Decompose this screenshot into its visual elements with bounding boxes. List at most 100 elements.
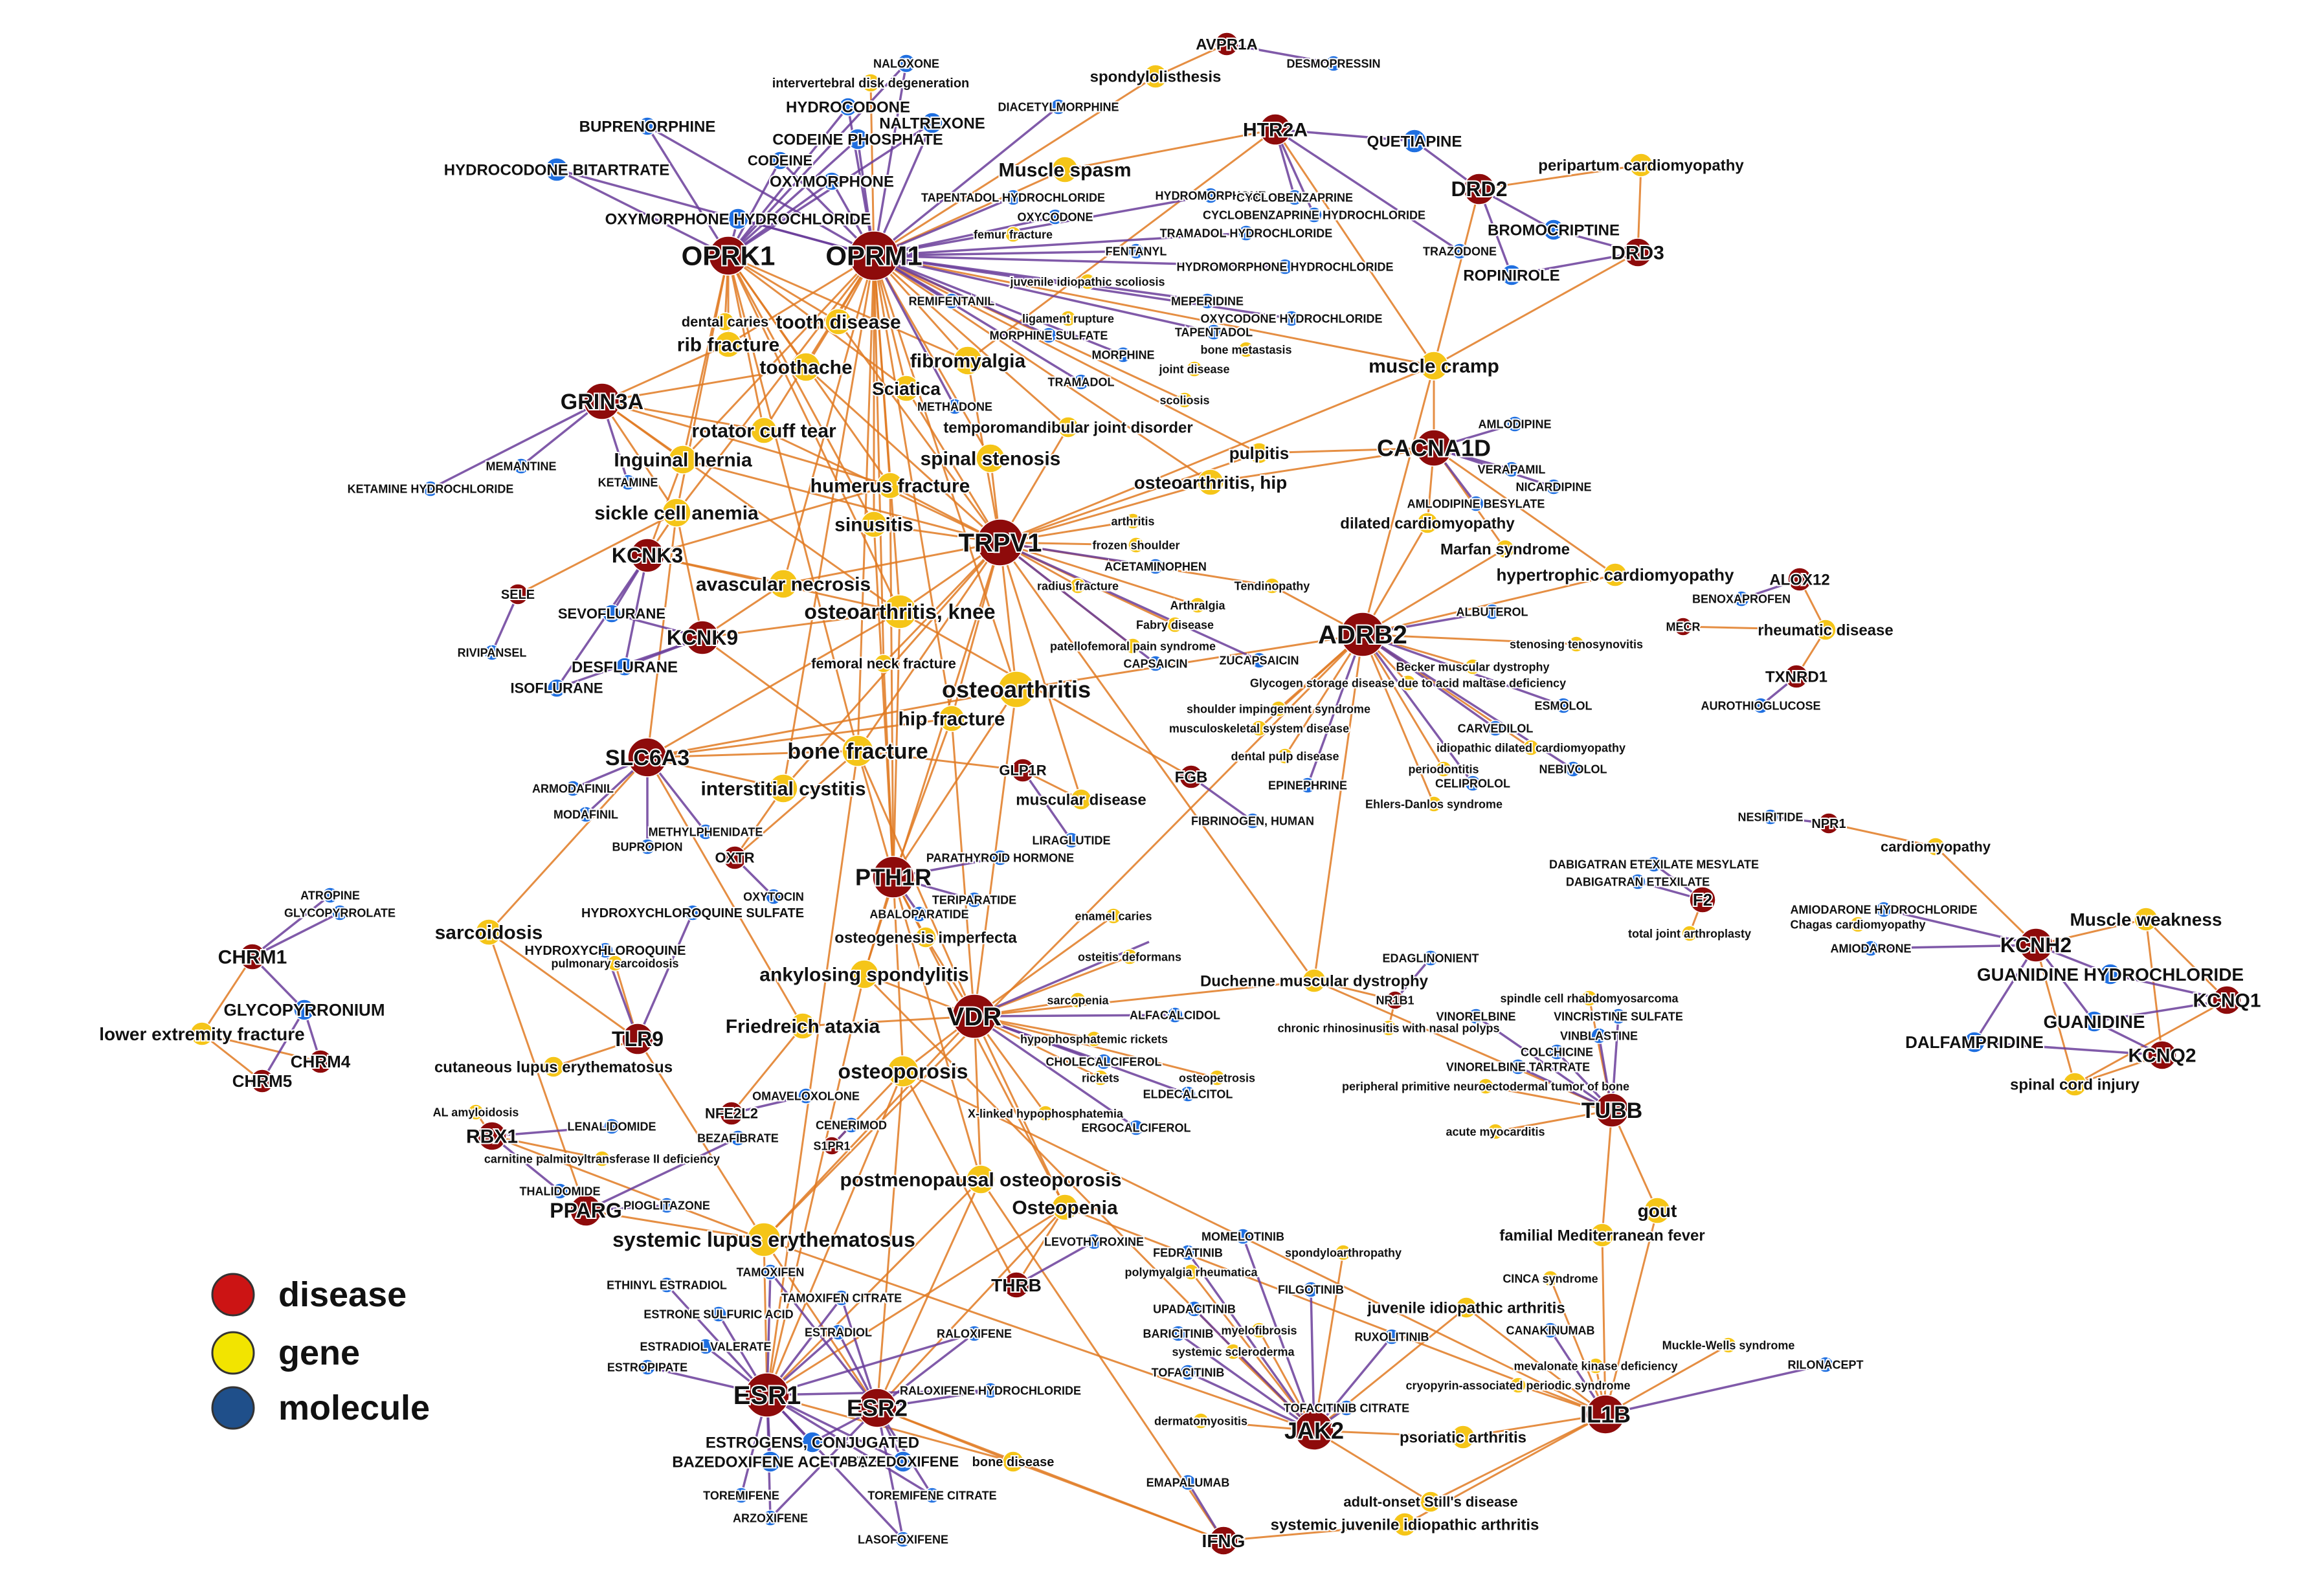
- molecule-node-codeine-phosphate: [847, 128, 869, 150]
- gene-label-txnrd1: TXNRD1: [1765, 668, 1827, 686]
- disease-node-marfan-syndrome: [1495, 539, 1515, 559]
- gene-node-glp1r: [1011, 758, 1035, 783]
- disease-label-becker-muscular-dystrophy: Becker muscular dystrophy: [1396, 660, 1549, 673]
- molecule-node-verapamil: [1503, 461, 1520, 478]
- edge-gene-molecule: [873, 232, 1247, 257]
- disease-node-muscle-weakness: [2134, 907, 2158, 932]
- disease-node-ligament-rupture: [1060, 310, 1077, 327]
- molecule-label-thalidomide: THALIDOMIDE: [520, 1185, 601, 1198]
- edge-gene-disease: [647, 717, 952, 759]
- edge-gene-disease: [1015, 1207, 1066, 1286]
- edge-gene-disease: [950, 542, 1001, 719]
- disease-node-rotator-cuff-tear: [750, 417, 777, 444]
- disease-label-enamel-caries: enamel caries: [1075, 909, 1152, 922]
- gene-label-sele: SELE: [501, 588, 535, 602]
- edge-gene-disease: [1361, 365, 1435, 635]
- edge-gene-molecule: [1362, 633, 1564, 707]
- edge-gene-disease: [2035, 944, 2076, 1085]
- molecule-label-trazodone: TRAZODONE: [1423, 245, 1497, 258]
- gene-label-rbx1: RBX1: [466, 1126, 518, 1148]
- disease-label-bone-metastasis: bone metastasis: [1200, 343, 1291, 356]
- edge-gene-disease: [873, 255, 953, 719]
- disease-node-myelofibrosis: [1251, 1322, 1268, 1339]
- disease-node-al-amyloidosis: [467, 1104, 484, 1121]
- molecule-node-capsaicin: [1147, 655, 1164, 672]
- edge-gene-molecule: [876, 1332, 976, 1409]
- disease-label-fibromyalgia: fibromyalgia: [910, 351, 1026, 372]
- edge-gene-disease: [1361, 634, 1445, 770]
- disease-node-systemic-lupus-erythematosus: [746, 1222, 781, 1257]
- gene-label-kcnh2: KCNH2: [2000, 933, 2072, 957]
- molecule-label-carvedilol: CARVEDILOL: [1458, 722, 1534, 735]
- molecule-node-armodafinil: [564, 780, 581, 797]
- legend: disease gene molecule: [211, 1273, 430, 1430]
- molecule-label-vincristine-sulfate: VINCRISTINE SULFATE: [1554, 1010, 1683, 1023]
- edge-gene-disease: [837, 321, 1001, 543]
- edge-gene-molecule: [1193, 1308, 1315, 1432]
- gene-label-fgb: FGB: [1175, 768, 1208, 786]
- gene-node-alox12: [1787, 567, 1812, 592]
- gene-node-kcnk9: [685, 620, 720, 655]
- disease-node-adult-onset-still-s-disease: [1420, 1491, 1442, 1513]
- molecule-node-amlodipine-besylate: [1468, 495, 1484, 512]
- molecule-node-naltrexone: [921, 112, 943, 134]
- disease-node-juvenile-idiopathic-scoliosis: [1079, 273, 1096, 290]
- molecule-label-armodafinil: ARMODAFINIL: [532, 782, 614, 795]
- edge-gene-molecule: [1000, 541, 1260, 662]
- molecule-label-amlodipine-besylate: AMLODIPINE BESYLATE: [1407, 497, 1545, 510]
- edge-gene-disease: [783, 541, 1001, 585]
- edge-gene-disease: [601, 401, 678, 513]
- edge-gene-molecule: [1883, 908, 2037, 946]
- edge-gene-disease: [601, 400, 891, 487]
- gene-node-tubb: [1594, 1093, 1629, 1128]
- disease-label-idiopathic-dilated-cardiomyopathy: idiopathic dilated cardiomyopathy: [1436, 741, 1626, 754]
- disease-label-spondylolisthesis: spondylolisthesis: [1090, 68, 1222, 85]
- disease-node-frozen-shoulder: [1128, 537, 1145, 553]
- edge-gene-disease: [873, 254, 1069, 429]
- molecule-node-sevoflurane: [602, 604, 621, 623]
- edge-gene-disease: [647, 756, 784, 790]
- molecule-node-rivipansel: [484, 644, 500, 661]
- gene-label-slc6a3: SLC6A3: [605, 746, 689, 770]
- disease-label-duchenne-muscular-dystrophy: Duchenne muscular dystrophy: [1200, 972, 1429, 990]
- molecule-label-bazedoxifene: BAZEDOXIFENE: [847, 1454, 959, 1470]
- edge-gene-molecule: [251, 894, 331, 958]
- edge-gene-disease: [1362, 548, 1506, 636]
- molecule-label-naltrexone: NALTREXONE: [879, 115, 985, 132]
- edge-gene-disease: [1000, 481, 1211, 544]
- disease-node-becker-muscular-dystrophy: [1464, 658, 1481, 675]
- gene-node-mecr: [1673, 617, 1693, 636]
- edge-gene-molecule: [873, 250, 1137, 257]
- disease-label-juvenile-idiopathic-arthritis: juvenile idiopathic arthritis: [1367, 1299, 1565, 1317]
- molecule-node-memantine: [513, 458, 530, 474]
- gene-label-drd3: DRD3: [1611, 243, 1664, 264]
- molecule-label-lasofoxifene: LASOFOXIFENE: [858, 1533, 948, 1546]
- molecule-node-nicardipine: [1545, 478, 1562, 495]
- molecule-node-hydromorphone: [1202, 187, 1219, 204]
- edge-gene-molecule: [1361, 633, 1474, 785]
- molecule-label-hydromorphone-hydrochloride: HYDROMORPHONE HYDROCHLORIDE: [1176, 260, 1393, 273]
- gene-label-kcnq1: KCNQ1: [2193, 990, 2261, 1012]
- gene-label-htr2a: HTR2A: [1243, 120, 1308, 141]
- molecule-node-tofacitinib: [1179, 1364, 1196, 1381]
- edge-gene-disease: [636, 1038, 765, 1240]
- molecule-label-bezafibrate: BEZAFIBRATE: [697, 1132, 779, 1144]
- molecule-node-lenalidomide: [603, 1118, 620, 1135]
- edge-gene-molecule: [873, 63, 908, 256]
- gene-label-drd2: DRD2: [1451, 177, 1507, 201]
- molecule-node-ketamine: [620, 474, 636, 491]
- molecule-label-cyclobenzaprine-hydrochloride: CYCLOBENZAPRINE HYDROCHLORIDE: [1203, 208, 1425, 221]
- molecule-node-cyclobenzaprine: [1286, 189, 1303, 206]
- disease-node-spondyloarthropathy: [1335, 1244, 1352, 1261]
- edge-gene-disease: [974, 915, 1114, 1018]
- molecule-label-esmolol: ESMOLOL: [1535, 699, 1592, 712]
- molecule-label-filgotinib: FILGOTINIB: [1278, 1283, 1344, 1296]
- edge-gene-disease: [892, 876, 982, 1180]
- molecule-label-epinephrine: EPINEPHRINE: [1268, 779, 1347, 792]
- molecule-label-estropipate: ESTROPIPATE: [607, 1361, 687, 1374]
- disease-label-cutaneous-lupus-erythematosus: cutaneous lupus erythematosus: [434, 1058, 673, 1076]
- disease-label-femur-fracture: femur fracture: [974, 228, 1053, 241]
- molecule-node-morphine: [1115, 346, 1132, 363]
- edge-gene-disease: [782, 255, 875, 585]
- disease-node-sarcoidosis: [475, 919, 502, 946]
